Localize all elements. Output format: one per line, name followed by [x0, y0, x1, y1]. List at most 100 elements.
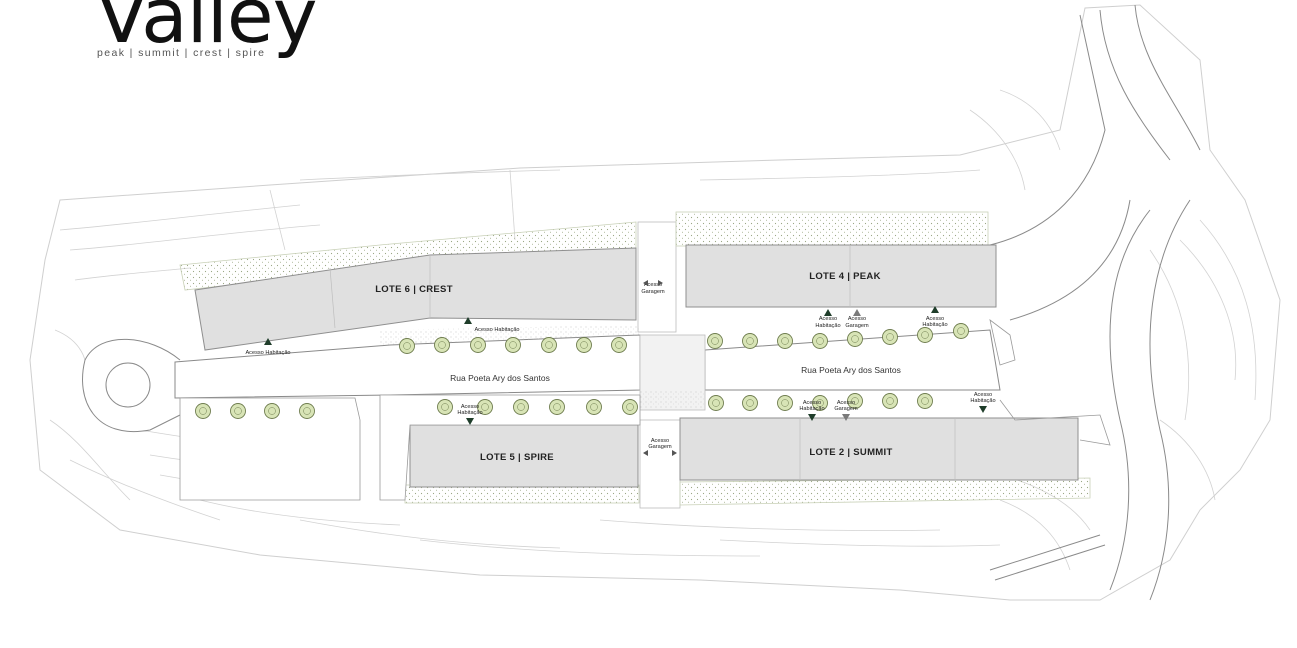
tree-canopy-detail: [438, 341, 446, 349]
brand-tagline: peak | summit | crest | spire: [97, 47, 266, 59]
building-lote6: [194, 247, 637, 351]
access-marker: Acesso Garagem: [834, 400, 858, 421]
access-marker: Acesso Garagem: [643, 438, 677, 456]
street-trees: [195, 323, 969, 419]
access-marker: Acesso Habitação: [815, 309, 841, 329]
tree-canopy-detail: [886, 397, 894, 405]
tree-canopy-detail: [746, 399, 754, 407]
tree: [576, 337, 592, 353]
tree: [399, 338, 415, 354]
brand-logo: Valley: [96, 0, 318, 60]
tree: [470, 337, 486, 353]
tree-canopy-detail: [481, 403, 489, 411]
tree-canopy-detail: [590, 403, 598, 411]
access-label: Acesso: [837, 400, 855, 406]
building-lote4: [685, 244, 997, 308]
tree-canopy-detail: [403, 342, 411, 350]
tree: [549, 399, 565, 415]
street-label-left: Rua Poeta Ary dos Santos: [450, 373, 550, 383]
lot-label-lote5: LOTE 5 | SPIRE: [480, 452, 554, 463]
access-marker: Acesso Habitação: [457, 404, 483, 425]
tree-canopy-detail: [921, 397, 929, 405]
access-label: Garagem: [845, 323, 869, 329]
tree: [611, 337, 627, 353]
access-marker: Acesso Habitação: [245, 338, 291, 356]
central-passage-north: [637, 221, 677, 333]
tree: [847, 331, 863, 347]
tree: [917, 327, 933, 343]
tree: [777, 333, 793, 349]
lot-label-lote6: LOTE 6 | CREST: [375, 284, 453, 295]
tree-canopy-detail: [517, 403, 525, 411]
tree-canopy-detail: [851, 397, 859, 405]
tree-canopy-detail: [921, 331, 929, 339]
roundabout: [82, 338, 181, 432]
tree: [541, 337, 557, 353]
access-label: Acesso: [651, 438, 669, 444]
tree-canopy-detail: [441, 403, 449, 411]
access-marker: Acesso Habitação: [970, 392, 996, 413]
tree-canopy-detail: [474, 341, 482, 349]
tree-canopy-detail: [851, 335, 859, 343]
tree: [264, 403, 280, 419]
access-label: Habitação: [970, 398, 995, 404]
tree-canopy-detail: [746, 337, 754, 345]
tree-canopy-detail: [712, 399, 720, 407]
tree: [742, 333, 758, 349]
tree-canopy-detail: [553, 403, 561, 411]
tree: [622, 399, 638, 415]
tree-canopy-detail: [199, 407, 207, 415]
access-label: Acesso: [848, 316, 866, 322]
green-strips: [179, 211, 1091, 506]
access-label: Acesso: [461, 404, 479, 410]
access-marker: Acesso Garagem: [845, 309, 869, 329]
building-lote5: [409, 424, 639, 488]
tree: [742, 395, 758, 411]
tree-canopy-detail: [816, 399, 824, 407]
access-label: Garagem: [648, 444, 672, 450]
access-label: Acesso: [926, 316, 944, 322]
tree-canopy-detail: [234, 407, 242, 415]
tree-canopy-detail: [781, 337, 789, 345]
tree: [586, 399, 602, 415]
access-label: Acesso: [974, 392, 992, 398]
tree-canopy-detail: [615, 341, 623, 349]
access-label: Acesso Habitação: [245, 350, 290, 356]
tree-canopy-detail: [816, 337, 824, 345]
tree-canopy-detail: [781, 399, 789, 407]
access-label: Habitação: [922, 322, 947, 328]
access-label: Acesso: [803, 400, 821, 406]
tree: [953, 323, 969, 339]
access-label: Garagem: [834, 406, 858, 412]
tree-canopy-detail: [545, 341, 553, 349]
access-label: Habitação: [815, 323, 840, 329]
curved-road: [989, 4, 1201, 601]
tree: [195, 403, 211, 419]
lot-label-lote4: LOTE 4 | PEAK: [809, 271, 881, 282]
tree: [477, 399, 493, 415]
tree-canopy-detail: [509, 341, 517, 349]
tree: [707, 333, 723, 349]
building-lote2: [679, 417, 1079, 481]
tree: [434, 337, 450, 353]
access-label: Acesso Habitação: [474, 327, 519, 333]
tree: [917, 393, 933, 409]
tree: [230, 403, 246, 419]
tree-canopy-detail: [580, 341, 588, 349]
tree: [812, 333, 828, 349]
access-marker: Acesso Habitação: [922, 306, 948, 328]
access-label: Habitação: [457, 410, 482, 416]
street-label-right: Rua Poeta Ary dos Santos: [801, 365, 901, 375]
tree: [882, 329, 898, 345]
site-structures: [179, 319, 1111, 501]
tree-canopy-detail: [626, 403, 634, 411]
tree-canopy-detail: [303, 407, 311, 415]
tree-canopy-detail: [268, 407, 276, 415]
access-marker: Acesso Habitação: [464, 317, 520, 333]
access-label: Acesso: [819, 316, 837, 322]
access-label: Acesso: [644, 282, 662, 288]
tree: [299, 403, 315, 419]
tree: [882, 393, 898, 409]
